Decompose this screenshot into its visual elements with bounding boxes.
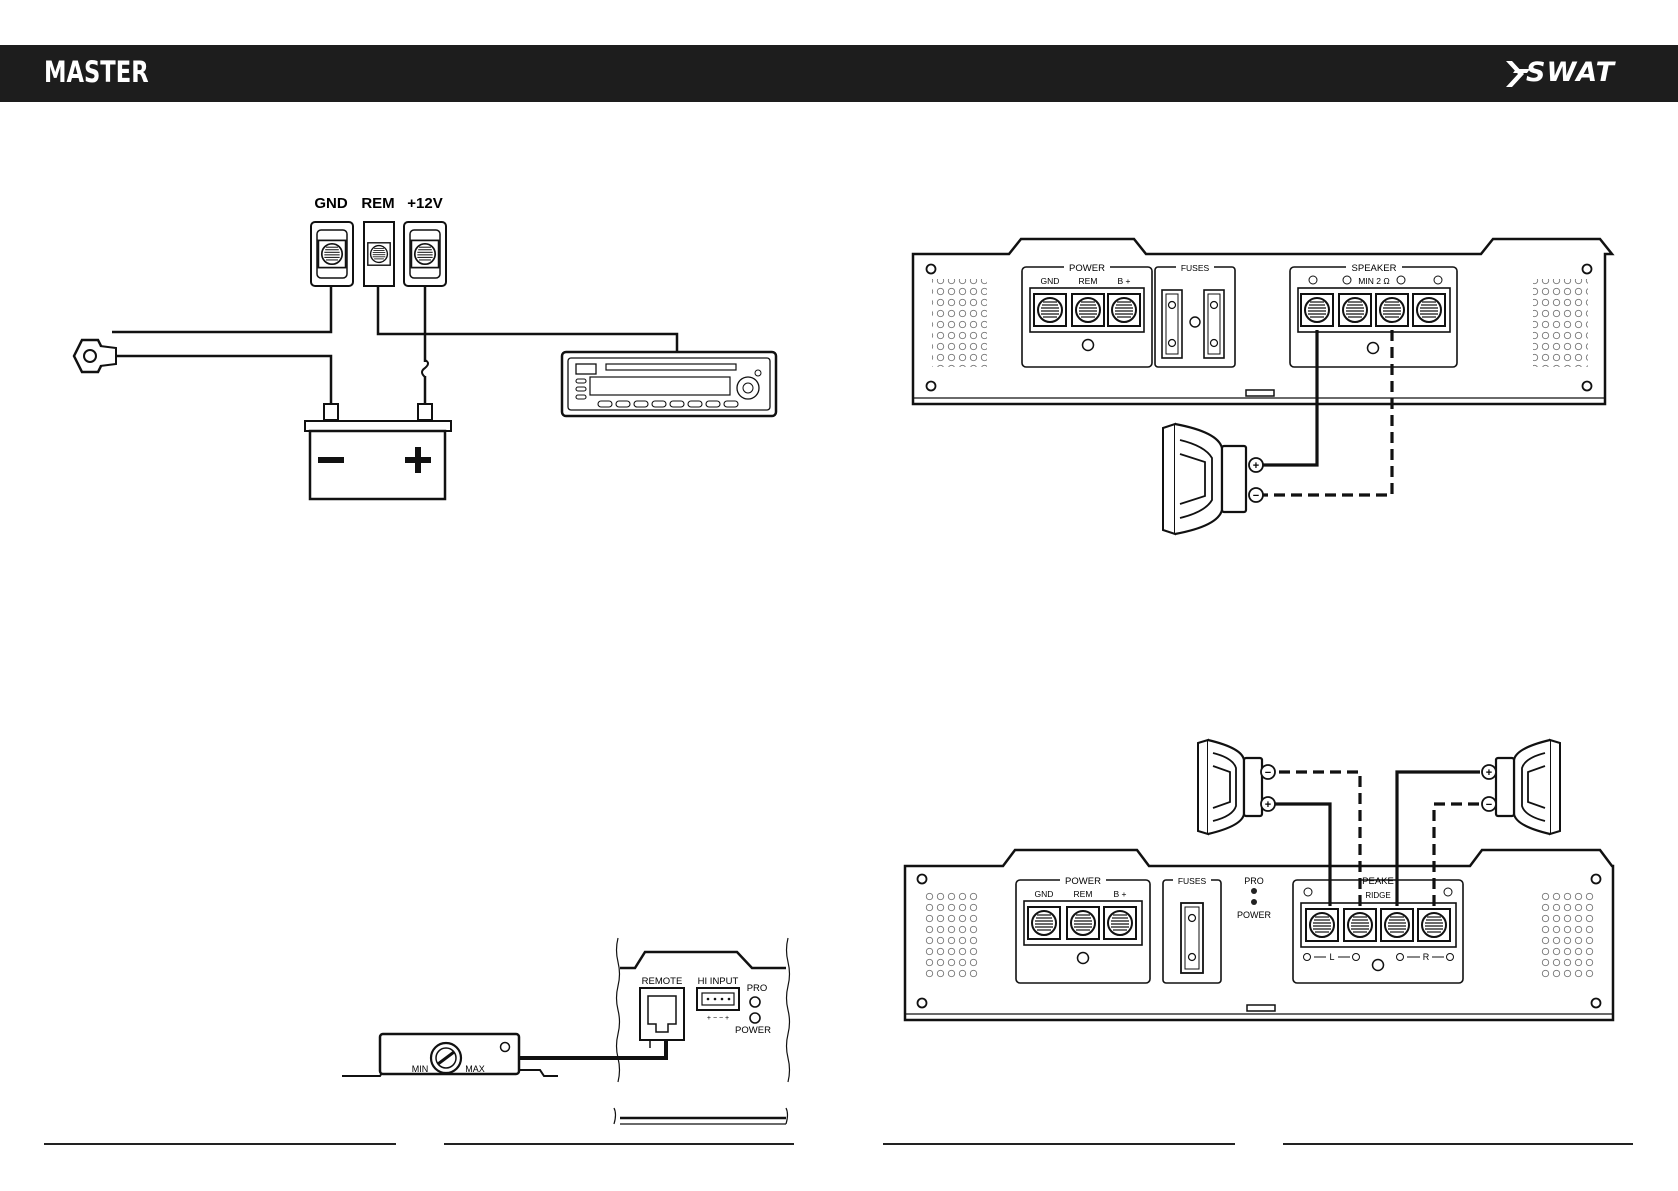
- left-spk-minus: −: [1265, 767, 1271, 779]
- hi-input-connector-icon: [696, 987, 740, 1011]
- vent-left: [932, 279, 987, 367]
- stereo-spk-term-2: [1343, 908, 1377, 942]
- stereo-right-label: R: [1423, 952, 1430, 962]
- plus12v-label: +12V: [407, 195, 442, 212]
- hi-input-pins: + − − +: [707, 1015, 729, 1022]
- gnd-label: GND: [314, 195, 348, 212]
- mono-min-ohm-label: MIN 2 Ω: [1358, 276, 1389, 286]
- remote-port-label: REMOTE: [642, 976, 683, 987]
- mono-subwoofer-icon: [1162, 422, 1248, 536]
- footer-rule-3: [883, 1143, 1235, 1145]
- mono-speaker-label: SPEAKER: [1352, 263, 1397, 274]
- stereo-bridged-label: RIDGE: [1365, 891, 1390, 900]
- fuse-icon: [421, 359, 429, 378]
- stereo-gnd-terminal: [1027, 906, 1061, 940]
- logo-mark-icon: [1506, 61, 1530, 87]
- stereo-bplus-terminal: [1103, 906, 1137, 940]
- stereo-spk-term-3: [1380, 908, 1414, 942]
- remote-pro-label: PRO: [747, 983, 768, 994]
- mono-fuses-label: FUSES: [1181, 263, 1210, 273]
- remote-section: REMOTE HI INPUT + − − + PRO POWER MI: [342, 937, 791, 1125]
- mono-fuse-1: [1161, 289, 1183, 359]
- mono-gnd-label: GND: [1041, 276, 1060, 286]
- bass-knob-controller: MIN MAX: [342, 1032, 558, 1077]
- stereo-rem-terminal: [1066, 906, 1100, 940]
- min-label: MIN: [412, 1064, 429, 1074]
- rem-label: REM: [361, 195, 394, 212]
- plus12v-terminal: [403, 221, 447, 287]
- left-speaker-icon: [1197, 738, 1264, 836]
- stereo-rem-label: REM: [1074, 889, 1093, 899]
- head-unit-icon: [560, 350, 778, 418]
- remote-port-icon: [639, 987, 685, 1041]
- mono-bplus-terminal: [1107, 293, 1141, 327]
- logo-text: SWAT: [1526, 57, 1615, 88]
- stereo-gnd-label: GND: [1035, 889, 1054, 899]
- vent-right: [1533, 279, 1588, 367]
- mono-sub-minus: −: [1253, 490, 1259, 502]
- rem-terminal: [363, 221, 395, 287]
- stereo-spk-term-4: [1417, 908, 1451, 942]
- mono-bplus-label: B +: [1118, 276, 1131, 286]
- hi-input-label: HI INPUT: [698, 976, 739, 987]
- right-spk-plus: +: [1486, 767, 1492, 779]
- left-spk-plus: +: [1265, 799, 1271, 811]
- page-title: MASTER: [44, 55, 149, 89]
- battery-icon: [304, 403, 452, 501]
- mono-spk-term-1: [1300, 293, 1334, 327]
- stereo-spk-term-1: [1305, 908, 1339, 942]
- right-spk-minus: −: [1486, 799, 1492, 811]
- mono-amp-chassis: [911, 237, 1615, 406]
- mono-fuse-2: [1203, 289, 1225, 359]
- stereo-fuse: [1180, 902, 1204, 974]
- stereo-amp-section: POWER GND REM B + FUSES PRO POWER PEAKE …: [903, 738, 1615, 1022]
- stereo-power-led: [1251, 899, 1257, 905]
- max-label: MAX: [465, 1064, 485, 1074]
- stereo-power-led-label: POWER: [1237, 910, 1272, 920]
- stereo-left-label: L: [1329, 952, 1334, 962]
- header-bar: MASTER SWAT: [0, 45, 1678, 102]
- mono-spk-term-3: [1375, 293, 1409, 327]
- footer-rule-4: [1283, 1143, 1633, 1145]
- mono-rem-terminal: [1071, 293, 1105, 327]
- stereo-speaker-label: PEAKE: [1362, 876, 1394, 887]
- mono-power-label: POWER: [1069, 263, 1105, 274]
- remote-pro-led: [749, 996, 761, 1008]
- gnd-terminal: [310, 221, 354, 287]
- mono-spk-term-2: [1338, 293, 1372, 327]
- stereo-pro-led: [1251, 888, 1257, 894]
- mono-rem-label: REM: [1079, 276, 1098, 286]
- mono-sub-plus: +: [1253, 460, 1259, 472]
- stereo-power-label: POWER: [1065, 876, 1101, 887]
- stereo-bplus-label: B +: [1114, 889, 1127, 899]
- mono-spk-term-4: [1412, 293, 1446, 327]
- remote-power-label: POWER: [735, 1025, 771, 1036]
- footer-rule-1: [44, 1143, 396, 1145]
- stereo-fuses-label: FUSES: [1178, 876, 1207, 886]
- power-wiring-section: GND REM +12V: [72, 195, 778, 501]
- swat-logo: SWAT: [1504, 57, 1634, 89]
- remote-power-led: [749, 1012, 761, 1024]
- mono-amp-section: POWER GND REM B + FUSES SPEAKER: [911, 237, 1615, 536]
- stereo-pro-label: PRO: [1244, 876, 1264, 886]
- stereo-vent-left: [925, 890, 980, 978]
- right-speaker-icon: [1494, 738, 1561, 836]
- stereo-vent-right: [1540, 890, 1595, 978]
- mono-gnd-terminal: [1033, 293, 1067, 327]
- footer-rule-2: [444, 1143, 794, 1145]
- chassis-ground-icon: [72, 338, 117, 374]
